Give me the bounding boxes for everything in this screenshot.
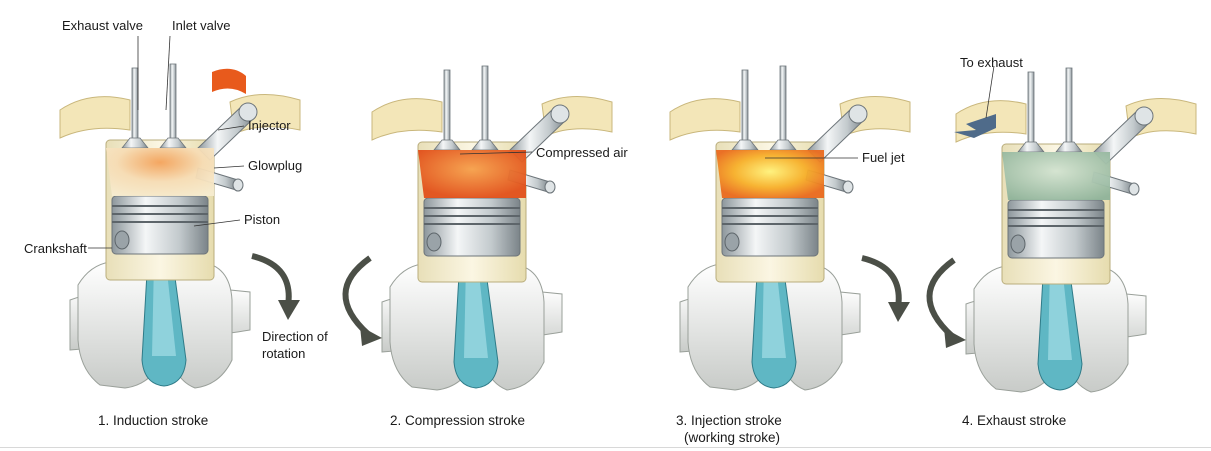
injector-label: Injector [248, 118, 291, 133]
intake-flow-arrow [212, 69, 246, 94]
combustion-chamber-3 [716, 150, 824, 198]
rotation-arrow-3 [862, 258, 899, 308]
rotation-arrowhead-2 [360, 326, 382, 346]
to-exhaust-label: To exhaust [960, 55, 1023, 70]
rotation-arrow-4 [929, 260, 954, 336]
rotation-arrowhead-1 [278, 300, 300, 320]
stroke-caption-2: 2. Compression stroke [390, 413, 525, 429]
rotation-arrowhead-4 [944, 328, 966, 348]
engine-stroke-3 [670, 66, 910, 390]
direction-label-line1: Direction of [262, 329, 328, 344]
inlet-valve-label: Inlet valve [172, 18, 231, 33]
compressed-air-label: Compressed air [536, 145, 628, 160]
direction-label-line2: rotation [262, 346, 305, 361]
stroke-caption-1: 1. Induction stroke [98, 413, 208, 429]
stroke-caption-3-sub: (working stroke) [684, 430, 780, 446]
piston-label: Piston [244, 212, 280, 227]
fuel-jet-label: Fuel jet [862, 150, 905, 165]
rotation-arrow-2 [345, 258, 370, 334]
combustion-chamber-2 [418, 150, 526, 198]
stroke-caption-3: 3. Injection stroke [676, 413, 782, 429]
engine-group [60, 64, 1196, 392]
crankshaft-label: Crankshaft [24, 241, 87, 256]
engine-stroke-4 [929, 68, 1196, 392]
combustion-chamber-4 [1002, 152, 1110, 200]
glowplug-label: Glowplug [248, 158, 302, 173]
stroke-caption-4: 4. Exhaust stroke [962, 413, 1066, 429]
bottom-rule [0, 447, 1211, 448]
rotation-arrow-1 [252, 256, 289, 306]
rotation-arrowhead-3 [888, 302, 910, 322]
engine-stroke-2 [345, 66, 612, 390]
exhaust-valve-label: Exhaust valve [62, 18, 143, 33]
combustion-chamber-1 [106, 148, 214, 196]
